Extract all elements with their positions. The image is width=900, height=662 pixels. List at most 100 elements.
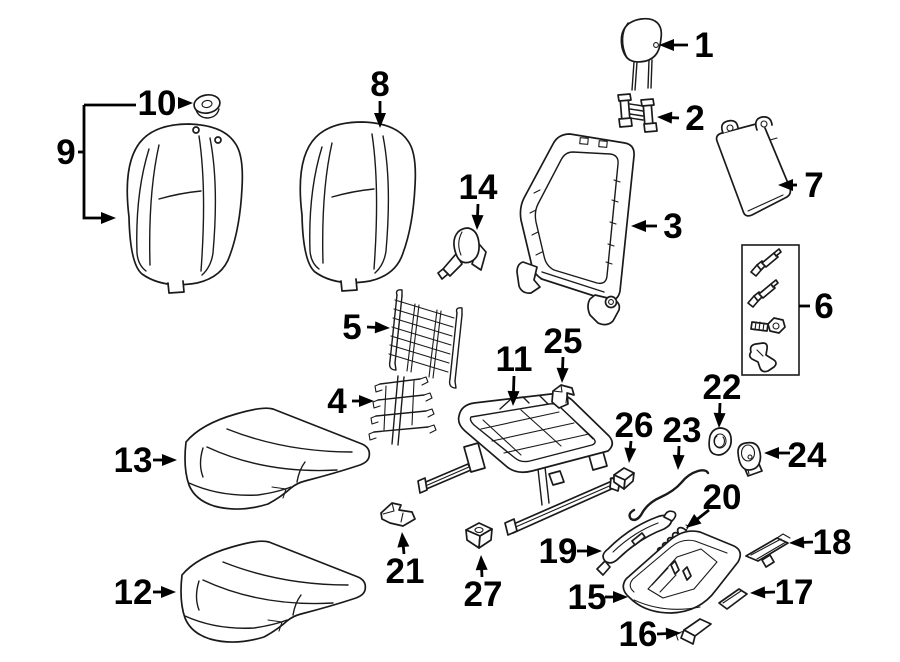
arrowhead-icon <box>162 454 177 466</box>
part-2-headrest-guide <box>617 93 658 133</box>
callout-8: 8 <box>370 65 390 128</box>
part-25-clip <box>551 384 575 409</box>
bolt-icon <box>750 317 786 334</box>
arrowhead-icon <box>665 627 681 640</box>
callout-label: 23 <box>663 411 702 450</box>
arrowhead-icon <box>657 111 673 124</box>
callout-12: 12 <box>114 573 176 612</box>
callout-label: 5 <box>342 308 361 347</box>
screw-icon <box>747 279 779 308</box>
callout-label: 24 <box>788 436 827 475</box>
part-21-track-bracket <box>380 502 416 527</box>
arrowhead-icon <box>764 447 779 459</box>
callout-9: 9 <box>56 103 136 224</box>
callout-label: 17 <box>775 573 814 612</box>
callout-label: 20 <box>703 478 742 517</box>
callout-leader <box>82 105 104 220</box>
part-11-seat-track <box>417 393 621 536</box>
part-19-shield-bracket <box>596 510 677 576</box>
arrowhead-icon <box>672 454 685 470</box>
arrowhead-icon <box>471 214 484 230</box>
callout-label: 21 <box>386 552 425 591</box>
arrowhead-icon <box>750 586 766 599</box>
part-16-end-cap <box>675 618 712 645</box>
callout-label: 18 <box>813 523 852 562</box>
arrowhead-icon <box>624 447 637 463</box>
part-26-clip <box>609 467 635 490</box>
part-1-headrest <box>620 17 663 91</box>
arrowhead-icon <box>178 97 193 109</box>
callout-layer: 1234567891011121314151617181920212223242… <box>56 26 851 654</box>
callout-4: 4 <box>327 382 374 421</box>
callout-26: 26 <box>615 406 654 463</box>
callout-label: 13 <box>114 441 153 480</box>
part-22-grommet <box>708 427 733 456</box>
callout-label: 12 <box>114 573 153 612</box>
part-10-trim-cap <box>193 94 221 119</box>
callout-3: 3 <box>631 207 683 246</box>
part-23-connecting-rod <box>628 469 710 522</box>
arrowhead-icon <box>374 321 390 334</box>
arrowhead-icon <box>397 532 410 548</box>
callout-5: 5 <box>342 308 390 347</box>
callout-label: 16 <box>619 615 658 654</box>
callout-label: 3 <box>663 207 682 246</box>
part-8-seat-back-pad <box>299 121 417 292</box>
parts-artwork <box>126 17 800 645</box>
part-5-suspension-mat <box>388 289 463 389</box>
callout-label: 25 <box>544 322 583 361</box>
callout-label: 19 <box>539 532 578 571</box>
callout-21: 21 <box>386 532 425 591</box>
callout-16: 16 <box>619 615 681 654</box>
callout-18: 18 <box>789 523 851 562</box>
callout-14: 14 <box>459 168 498 230</box>
arrowhead-icon <box>686 514 702 528</box>
arrowhead-icon <box>374 113 386 128</box>
callout-27: 27 <box>464 555 502 614</box>
callout-label: 6 <box>814 287 833 326</box>
arrowhead-icon <box>778 179 793 191</box>
callout-1: 1 <box>659 26 714 65</box>
part-6-hardware-kit <box>741 244 800 376</box>
callout-label: 8 <box>370 65 389 104</box>
arrowhead-icon <box>659 39 674 51</box>
arrowhead-icon <box>556 367 569 383</box>
part-7-seat-back-panel <box>715 116 792 217</box>
part-14-recline-knob <box>437 227 487 280</box>
callout-leader <box>512 375 516 395</box>
callout-20: 20 <box>686 478 741 528</box>
callout-label: 1 <box>694 26 713 65</box>
arrowhead-icon <box>789 536 805 549</box>
callout-11: 11 <box>496 340 533 406</box>
arrowhead-icon <box>613 591 628 603</box>
arrowhead-icon <box>161 586 176 598</box>
part-15-side-shield <box>622 530 742 614</box>
callout-19: 19 <box>539 532 602 571</box>
arrowhead-icon <box>507 390 520 406</box>
callout-25: 25 <box>544 322 583 383</box>
arrowhead-icon <box>475 555 488 571</box>
part-12-cushion-pad <box>180 540 367 643</box>
part-4-lumbar-adjuster <box>368 375 437 446</box>
callout-label: 9 <box>56 133 75 172</box>
part-17-trim-plug <box>718 588 748 610</box>
callout-label: 4 <box>327 382 347 421</box>
clip-icon <box>748 342 777 373</box>
part-3-seat-back-frame <box>516 133 635 326</box>
callout-label: 15 <box>568 578 607 617</box>
arrowhead-icon <box>631 220 646 232</box>
callout-2: 2 <box>657 99 705 138</box>
arrowhead-icon <box>359 395 374 407</box>
screw-icon <box>750 248 782 277</box>
callout-label: 26 <box>615 406 654 445</box>
callout-10: 10 <box>138 84 193 123</box>
callout-label: 7 <box>804 166 823 205</box>
part-13-cushion-cover <box>184 407 371 510</box>
callout-15: 15 <box>568 578 628 617</box>
callout-17: 17 <box>750 573 813 612</box>
callout-22: 22 <box>703 368 741 428</box>
part-27-track-cap <box>465 522 493 549</box>
callout-7: 7 <box>778 166 824 205</box>
